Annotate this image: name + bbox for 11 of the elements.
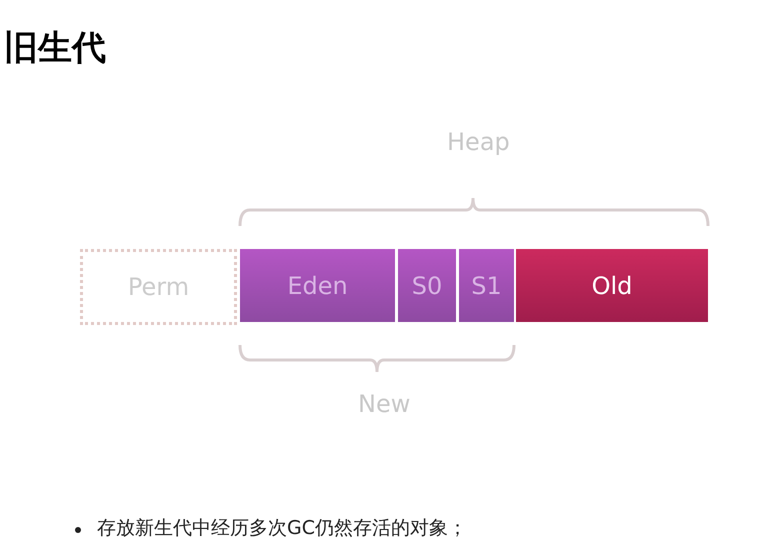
perm-space-box (80, 249, 237, 325)
old-space-box (516, 249, 708, 322)
survivor-space-box (459, 249, 514, 322)
region-label: Old (592, 272, 632, 300)
region-label: S0 (412, 272, 442, 300)
eden-space-box (240, 249, 395, 322)
region-label: Eden (287, 272, 348, 300)
title: 旧生代 (4, 27, 106, 70)
bullet-text: 存放新生代中经历多次GC仍然存活的对象； (97, 516, 467, 541)
region-label: S1 (471, 272, 502, 300)
survivor-space-box (398, 249, 456, 322)
